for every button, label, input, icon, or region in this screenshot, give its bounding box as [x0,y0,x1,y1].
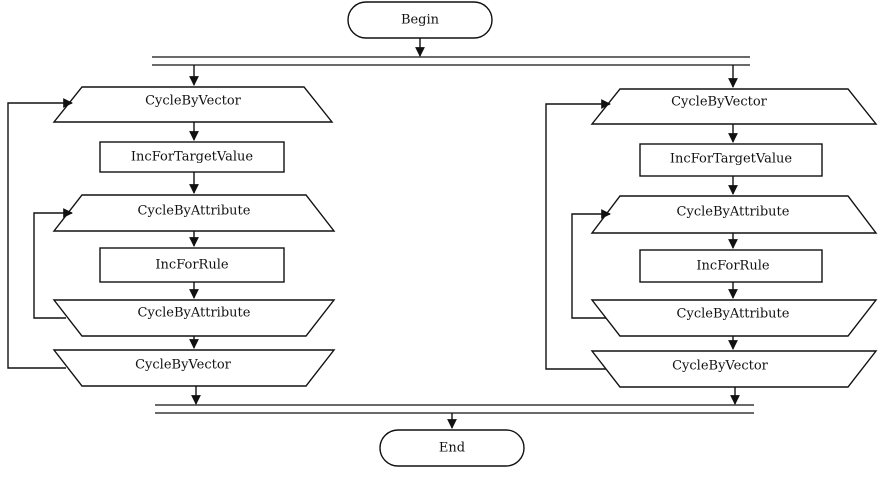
left-vector-loop-back [7,98,73,369]
left-inc-target-label: IncForTargetValue [131,150,253,165]
left-loop-vector-end: CycleByVector [52,349,336,387]
right-loop-attribute-end: CycleByAttribute [590,299,878,337]
right-loop-vector-start: CycleByVector [590,88,878,125]
right-attribute-loop-back [571,209,611,319]
left-loop-attribute-end-label: CycleByAttribute [138,306,251,321]
left-inc-target-process: IncForTargetValue [99,141,285,173]
right-loop-attribute-start: CycleByAttribute [590,195,878,234]
left-loop-vector-start-label: CycleByVector [145,94,242,109]
right-loop-attribute-end-label: CycleByAttribute [677,307,790,322]
left-loop-vector-end-label: CycleByVector [135,358,232,373]
left-loop-attribute-end: CycleByAttribute [52,299,336,337]
end-label: End [439,441,465,456]
begin-terminator: Begin [347,1,493,39]
left-loop-attribute-start-label: CycleByAttribute [138,204,251,219]
left-inc-rule-process: IncForRule [99,247,285,283]
right-loop-vector-end: CycleByVector [590,350,878,388]
right-loop-vector-end-label: CycleByVector [672,359,769,374]
right-vector-loop-back [545,99,611,370]
right-inc-rule-process: IncForRule [639,249,823,283]
right-loop-vector-start-label: CycleByVector [671,95,768,110]
right-inc-target-label: IncForTargetValue [670,152,792,167]
begin-label: Begin [401,13,440,28]
left-loop-vector-start: CycleByVector [52,86,334,123]
fork-bar [152,56,750,66]
left-loop-attribute-start: CycleByAttribute [52,194,336,232]
left-inc-rule-label: IncForRule [155,258,228,273]
join-bar [155,404,754,414]
right-inc-rule-label: IncForRule [696,259,769,274]
right-inc-target-process: IncForTargetValue [639,143,823,177]
end-terminator: End [379,429,525,467]
right-loop-attribute-start-label: CycleByAttribute [677,205,790,220]
left-attribute-loop-back [33,208,73,319]
